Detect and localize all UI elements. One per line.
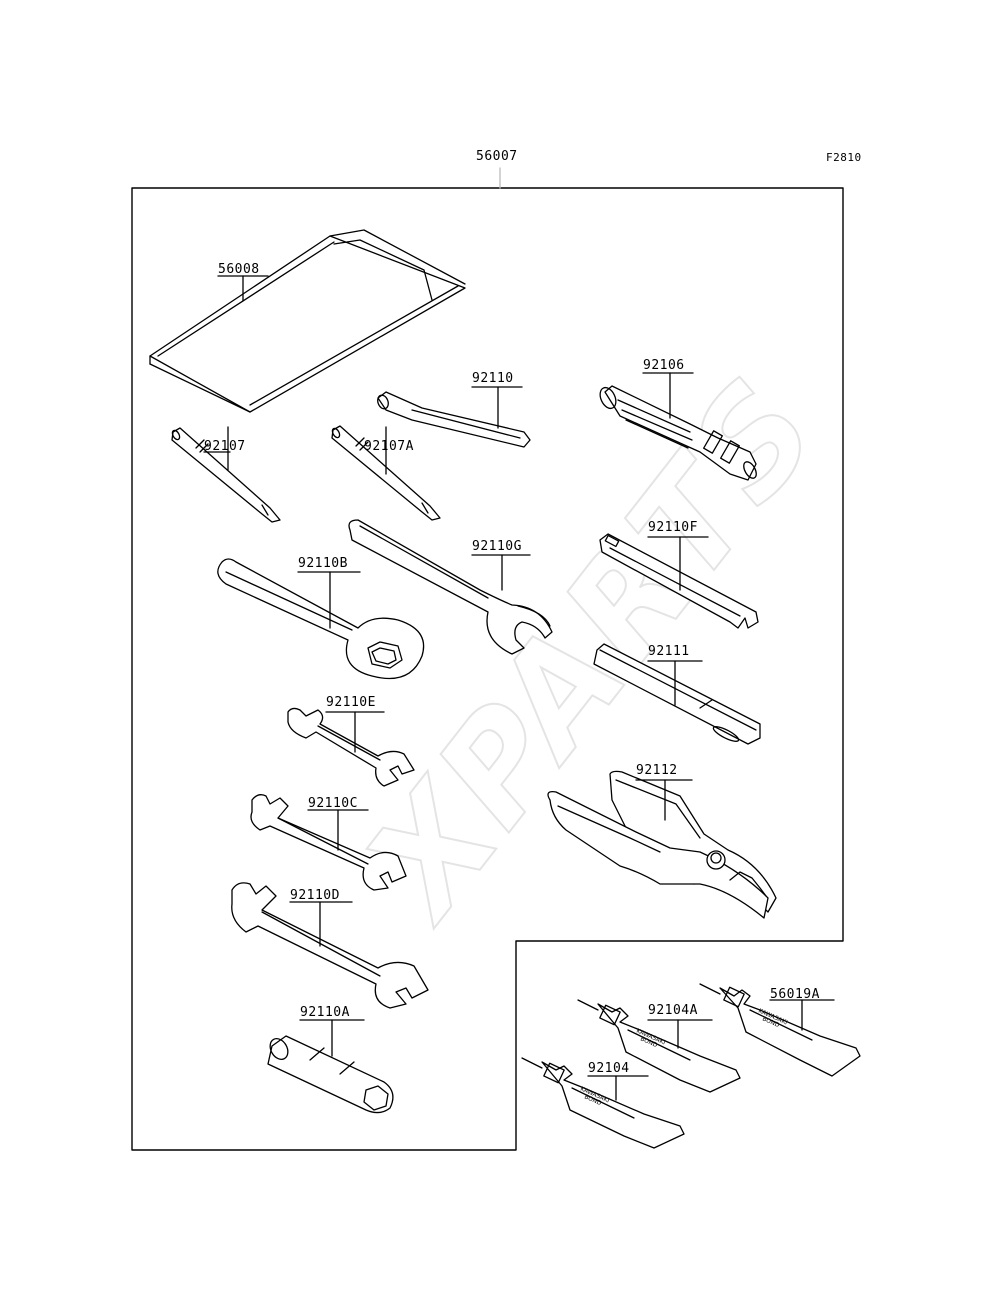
flat-tool-f-drawing	[599, 533, 759, 629]
screwdriver-bit-drawing	[171, 426, 281, 523]
pliers-drawing	[547, 770, 777, 919]
extension-bar-drawing	[593, 643, 761, 745]
figure-ref: F2810	[826, 151, 862, 164]
part-label-92110G[interactable]: 92110G	[472, 539, 522, 554]
part-label-56008[interactable]: 56008	[218, 262, 260, 277]
double-wrench-d-drawing	[231, 882, 429, 1009]
ring-spanner-b-drawing	[217, 558, 425, 680]
bond-tube-92104-drawing	[521, 1057, 685, 1149]
bond-tube-56019a-drawing	[699, 983, 861, 1077]
double-wrench-c-drawing	[250, 794, 407, 891]
screwdriver-bit-a-drawing	[331, 425, 441, 521]
part-label-92111[interactable]: 92111	[648, 644, 690, 659]
part-label-92110[interactable]: 92110	[472, 371, 514, 386]
assembly-label: 56007	[476, 149, 518, 164]
part-label-92110C[interactable]: 92110C	[308, 796, 358, 811]
part-label-92107[interactable]: 92107	[204, 439, 246, 454]
part-label-92104A[interactable]: 92104A	[648, 1003, 698, 1018]
hex-key-drawing	[377, 386, 531, 448]
open-wrench-g-drawing	[348, 519, 553, 655]
double-wrench-e-drawing	[287, 707, 415, 787]
screwdriver-handle-drawing	[599, 372, 757, 481]
part-label-92110A[interactable]: 92110A	[300, 1005, 350, 1020]
box-socket-drawing	[267, 1019, 394, 1114]
part-label-92106[interactable]: 92106	[643, 358, 685, 373]
part-label-92110F[interactable]: 92110F	[648, 520, 698, 535]
part-label-92107A[interactable]: 92107A	[364, 439, 414, 454]
bond-tube-92104a-drawing	[577, 999, 741, 1093]
assembly-frame	[131, 187, 844, 1151]
part-label-56019A[interactable]: 56019A	[770, 987, 820, 1002]
part-label-92110D[interactable]: 92110D	[290, 888, 340, 903]
tool-bag-drawing	[149, 229, 466, 413]
part-label-92112[interactable]: 92112	[636, 763, 678, 778]
part-label-92110B[interactable]: 92110B	[298, 556, 348, 571]
part-label-92110E[interactable]: 92110E	[326, 695, 376, 710]
part-label-92104[interactable]: 92104	[588, 1061, 630, 1076]
